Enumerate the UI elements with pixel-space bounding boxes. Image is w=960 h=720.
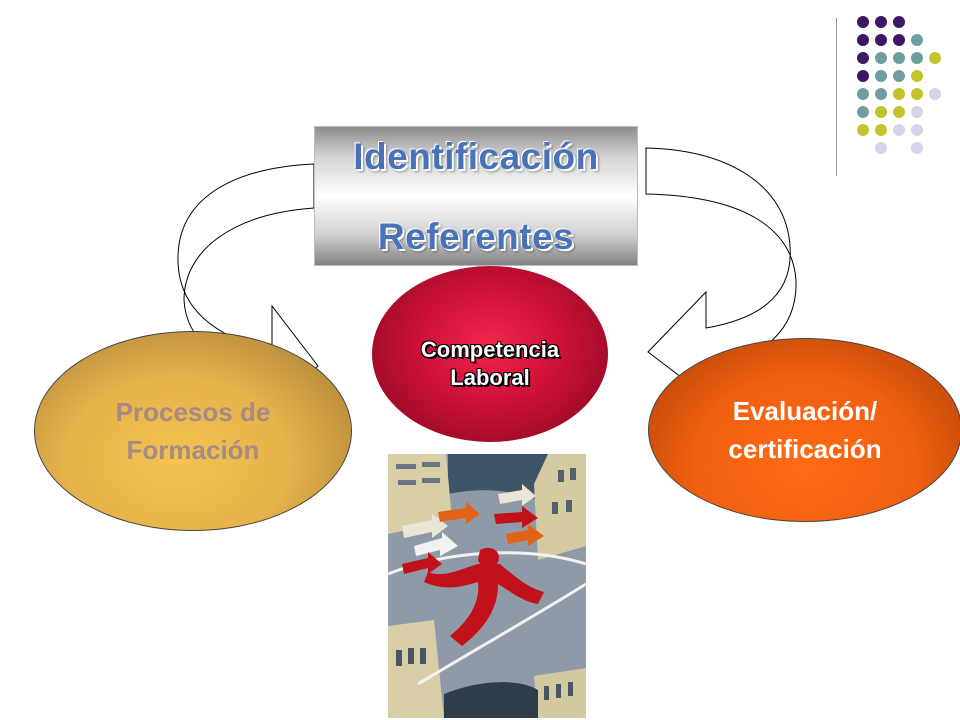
decoration-dot (857, 16, 869, 28)
banner-subtitle: Referentes (377, 216, 575, 257)
decoration-dot (893, 124, 905, 136)
curved-arrow-right-icon (645, 147, 797, 398)
decoration-dot (857, 52, 869, 64)
labor-competence-node: Competencia Laboral (372, 266, 608, 442)
decoration-dot (911, 52, 923, 64)
evaluation-node-line1: Evaluación/ (732, 396, 878, 426)
training-processes-node: Procesos de Formación (34, 331, 352, 531)
decoration-dot (857, 70, 869, 82)
decoration-dot (875, 16, 887, 28)
banner-title: Identificación (353, 136, 599, 177)
decoration-dot (875, 70, 887, 82)
decoration-dot (875, 34, 887, 46)
competence-node-line2: Laboral (450, 365, 530, 390)
decoration-dot (929, 52, 941, 64)
decoration-dot (875, 142, 887, 154)
decoration-dot (893, 70, 905, 82)
decoration-dot (875, 124, 887, 136)
decoration-line (836, 18, 837, 176)
decoration-dot (857, 34, 869, 46)
decoration-dot (893, 16, 905, 28)
decoration-dot (929, 88, 941, 100)
competence-node-line1: Competencia (420, 337, 560, 362)
evaluation-node-line2: certificación (728, 434, 882, 464)
decoration-dot (893, 52, 905, 64)
training-node-line1: Procesos de (115, 397, 271, 427)
decoration-dot (875, 52, 887, 64)
identification-banner: Identificación Referentes (314, 126, 638, 266)
decoration-dot (911, 70, 923, 82)
decoration-dot (875, 106, 887, 118)
decoration-dot (893, 88, 905, 100)
evaluation-certification-node: Evaluación/ certificación (648, 338, 960, 522)
decoration-dot (857, 124, 869, 136)
decoration-dot (911, 106, 923, 118)
training-node-line2: Formación (126, 435, 260, 465)
decoration-dot (893, 34, 905, 46)
decoration-dot (893, 106, 905, 118)
runner-with-arrows-illustration (388, 454, 586, 718)
decoration-dot (911, 124, 923, 136)
decoration-dot (911, 142, 923, 154)
decoration-dot (857, 106, 869, 118)
decoration-dot (857, 88, 869, 100)
decoration-dot (875, 88, 887, 100)
decoration-dot (911, 88, 923, 100)
decoration-dot (911, 34, 923, 46)
